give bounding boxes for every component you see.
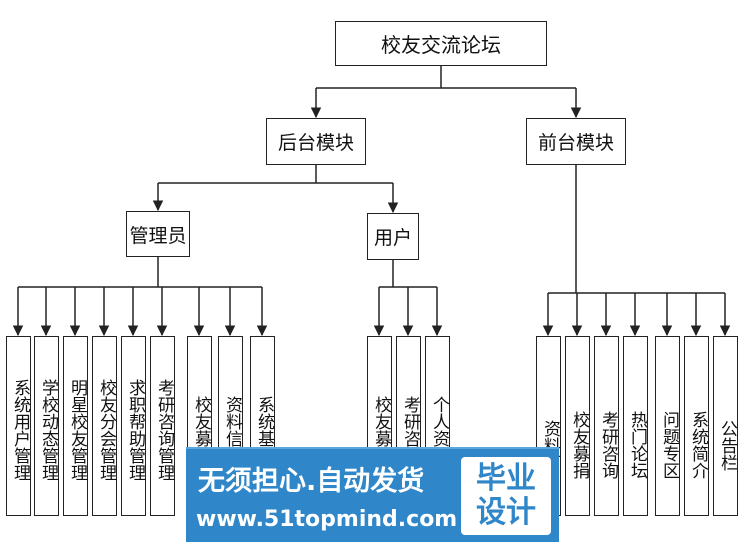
admin-item-star-alumni: 明星校友管理 [63,336,88,516]
admin-node: 管理员 [126,211,190,257]
watermark-badge-top: 毕业 [476,461,536,496]
admin-item-job-help: 求职帮助管理 [121,336,146,516]
front-item-donation: 校友募捐 [565,336,590,516]
admin-item-system-users: 系统用户管理 [6,336,31,516]
root-node: 校友交流论坛 [335,21,547,66]
admin-item-exam-consult: 考研咨询管理 [150,336,175,516]
watermark-slogan: 无须担心.自动发货 [198,466,425,497]
admin-item-alumni-branch: 校友分会管理 [92,336,117,516]
watermark-badge-bottom: 设计 [476,495,536,530]
user-node: 用户 [367,213,419,260]
front-item-question-zone: 问题专区 [655,336,680,516]
frontend-module-node: 前台模块 [526,118,626,165]
admin-item-school-news: 学校动态管理 [34,336,59,516]
watermark-banner: 无须担心.自动发货 www.51topmind.com 毕业 设计 [186,447,559,542]
watermark-badge: 毕业 设计 [461,457,551,535]
front-item-announcement: 公告栏 [713,336,738,516]
watermark-url: www.51topmind.com [196,507,458,532]
front-item-hot-forum: 热门论坛 [623,336,648,516]
front-item-exam-consult: 考研咨询 [594,336,619,516]
backend-module-node: 后台模块 [266,118,366,165]
front-item-system-intro: 系统简介 [684,336,709,516]
